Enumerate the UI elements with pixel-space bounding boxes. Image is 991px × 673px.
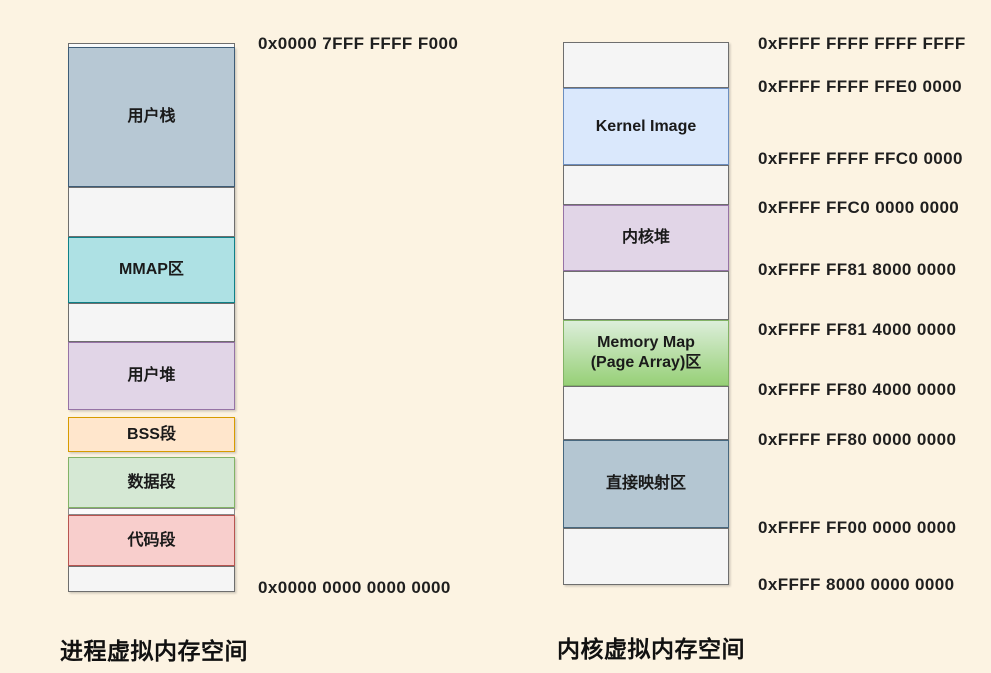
address-label-kernel-4: 0xFFFF FF81 8000 0000 [758, 260, 957, 279]
address-label-kernel-5: 0xFFFF FF81 4000 0000 [758, 320, 957, 339]
block-kernel-empty-5 [563, 528, 729, 585]
address-label-kernel-2: 0xFFFF FFFF FFC0 0000 [758, 149, 963, 168]
address-label-kernel-7: 0xFFFF FF80 0000 0000 [758, 430, 957, 449]
block-data-segment: 数据段 [68, 457, 235, 508]
address-label-kernel-8: 0xFFFF FF00 0000 0000 [758, 518, 957, 537]
address-label-kernel-3: 0xFFFF FFC0 0000 0000 [758, 198, 960, 217]
block-kernel-image: Kernel Image [563, 88, 729, 165]
block-kernel-heap: 内核堆 [563, 205, 729, 271]
process-memory-column: 用户栈 MMAP区 用户堆 BSS段 数据段 代码段 [68, 43, 235, 592]
address-label-kernel-6: 0xFFFF FF80 4000 0000 [758, 380, 957, 399]
block-sliver [68, 508, 235, 515]
address-label-kernel-9: 0xFFFF 8000 0000 0000 [758, 575, 955, 594]
block-bss: BSS段 [68, 417, 235, 452]
block-mmap: MMAP区 [68, 237, 235, 303]
block-user-stack: 用户栈 [68, 47, 235, 187]
kernel-memory-title: 内核虚拟内存空间 [557, 636, 745, 662]
block-code-segment: 代码段 [68, 515, 235, 566]
block-direct-mapping: 直接映射区 [563, 440, 729, 528]
block-kernel-empty-4 [563, 386, 729, 440]
block-kernel-empty-2 [563, 165, 729, 205]
address-label-user-top: 0x0000 7FFF FFFF F000 [258, 34, 459, 53]
address-label-kernel-0: 0xFFFF FFFF FFFF FFFF [758, 34, 966, 53]
block-memory-map-page-array: Memory Map (Page Array)区 [563, 320, 729, 386]
block-user-heap: 用户堆 [68, 342, 235, 410]
kernel-memory-column: Kernel Image 内核堆 Memory Map (Page Array)… [563, 42, 729, 585]
address-label-kernel-1: 0xFFFF FFFF FFE0 0000 [758, 77, 962, 96]
block-kernel-empty-3 [563, 271, 729, 320]
block-empty-2 [68, 303, 235, 342]
block-empty-1 [68, 187, 235, 237]
block-empty-3 [68, 566, 235, 592]
process-memory-title: 进程虚拟内存空间 [60, 638, 248, 664]
block-kernel-empty-1 [563, 42, 729, 88]
address-label-user-bottom: 0x0000 0000 0000 0000 [258, 578, 451, 597]
